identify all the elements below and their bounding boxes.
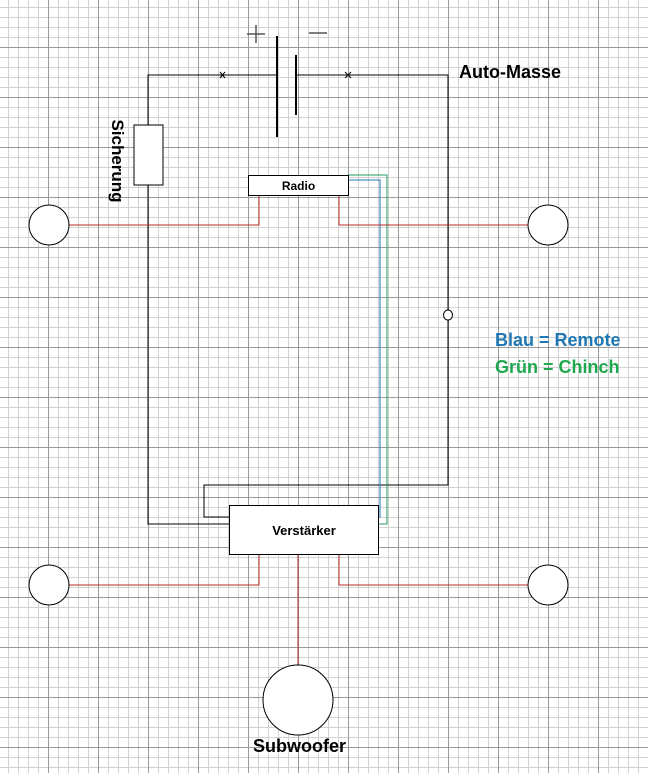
front-right-speaker bbox=[527, 204, 569, 246]
wire-mark-left-b bbox=[219, 71, 226, 79]
remote-wire bbox=[348, 179, 381, 518]
fuse-to-amp-wire bbox=[147, 185, 229, 525]
battery-symbol bbox=[247, 25, 327, 137]
rear-right-speaker bbox=[527, 564, 569, 606]
amplifier-box: Verstärker bbox=[229, 505, 379, 555]
front-left-speaker bbox=[28, 204, 70, 246]
amplifier-label: Verstärker bbox=[272, 522, 336, 538]
auto-masse-label: Auto-Masse bbox=[459, 62, 562, 82]
ground-return-wire bbox=[203, 320, 449, 518]
rear-right-speaker-wire bbox=[338, 554, 528, 586]
ground-connector bbox=[443, 309, 453, 321]
power-wires bbox=[147, 71, 449, 525]
positive-wire bbox=[147, 74, 277, 125]
subwoofer-speaker bbox=[262, 664, 334, 736]
radio-label: Radio bbox=[281, 178, 316, 193]
subwoofer-label: Subwoofer bbox=[253, 736, 346, 756]
front-right-speaker-wire bbox=[338, 195, 528, 226]
rear-left-speaker bbox=[28, 564, 70, 606]
fuse-symbol bbox=[133, 124, 164, 186]
speaker-wires bbox=[69, 195, 528, 665]
battery-minus-label: − bbox=[310, 18, 311, 19]
fuse-label: Sicherung bbox=[108, 119, 127, 203]
wire-mark-right-b bbox=[344, 71, 352, 79]
legend-remote: Blau = Remote bbox=[495, 330, 621, 350]
cinch-wire bbox=[348, 174, 388, 525]
front-left-speaker-wire bbox=[69, 195, 260, 226]
negative-wire bbox=[296, 74, 449, 310]
rear-left-speaker-wire bbox=[69, 554, 260, 586]
legend-cinch: Grün = Chinch bbox=[495, 357, 620, 377]
battery-plus-label: + bbox=[248, 18, 249, 19]
radio-box: Radio bbox=[248, 175, 349, 196]
